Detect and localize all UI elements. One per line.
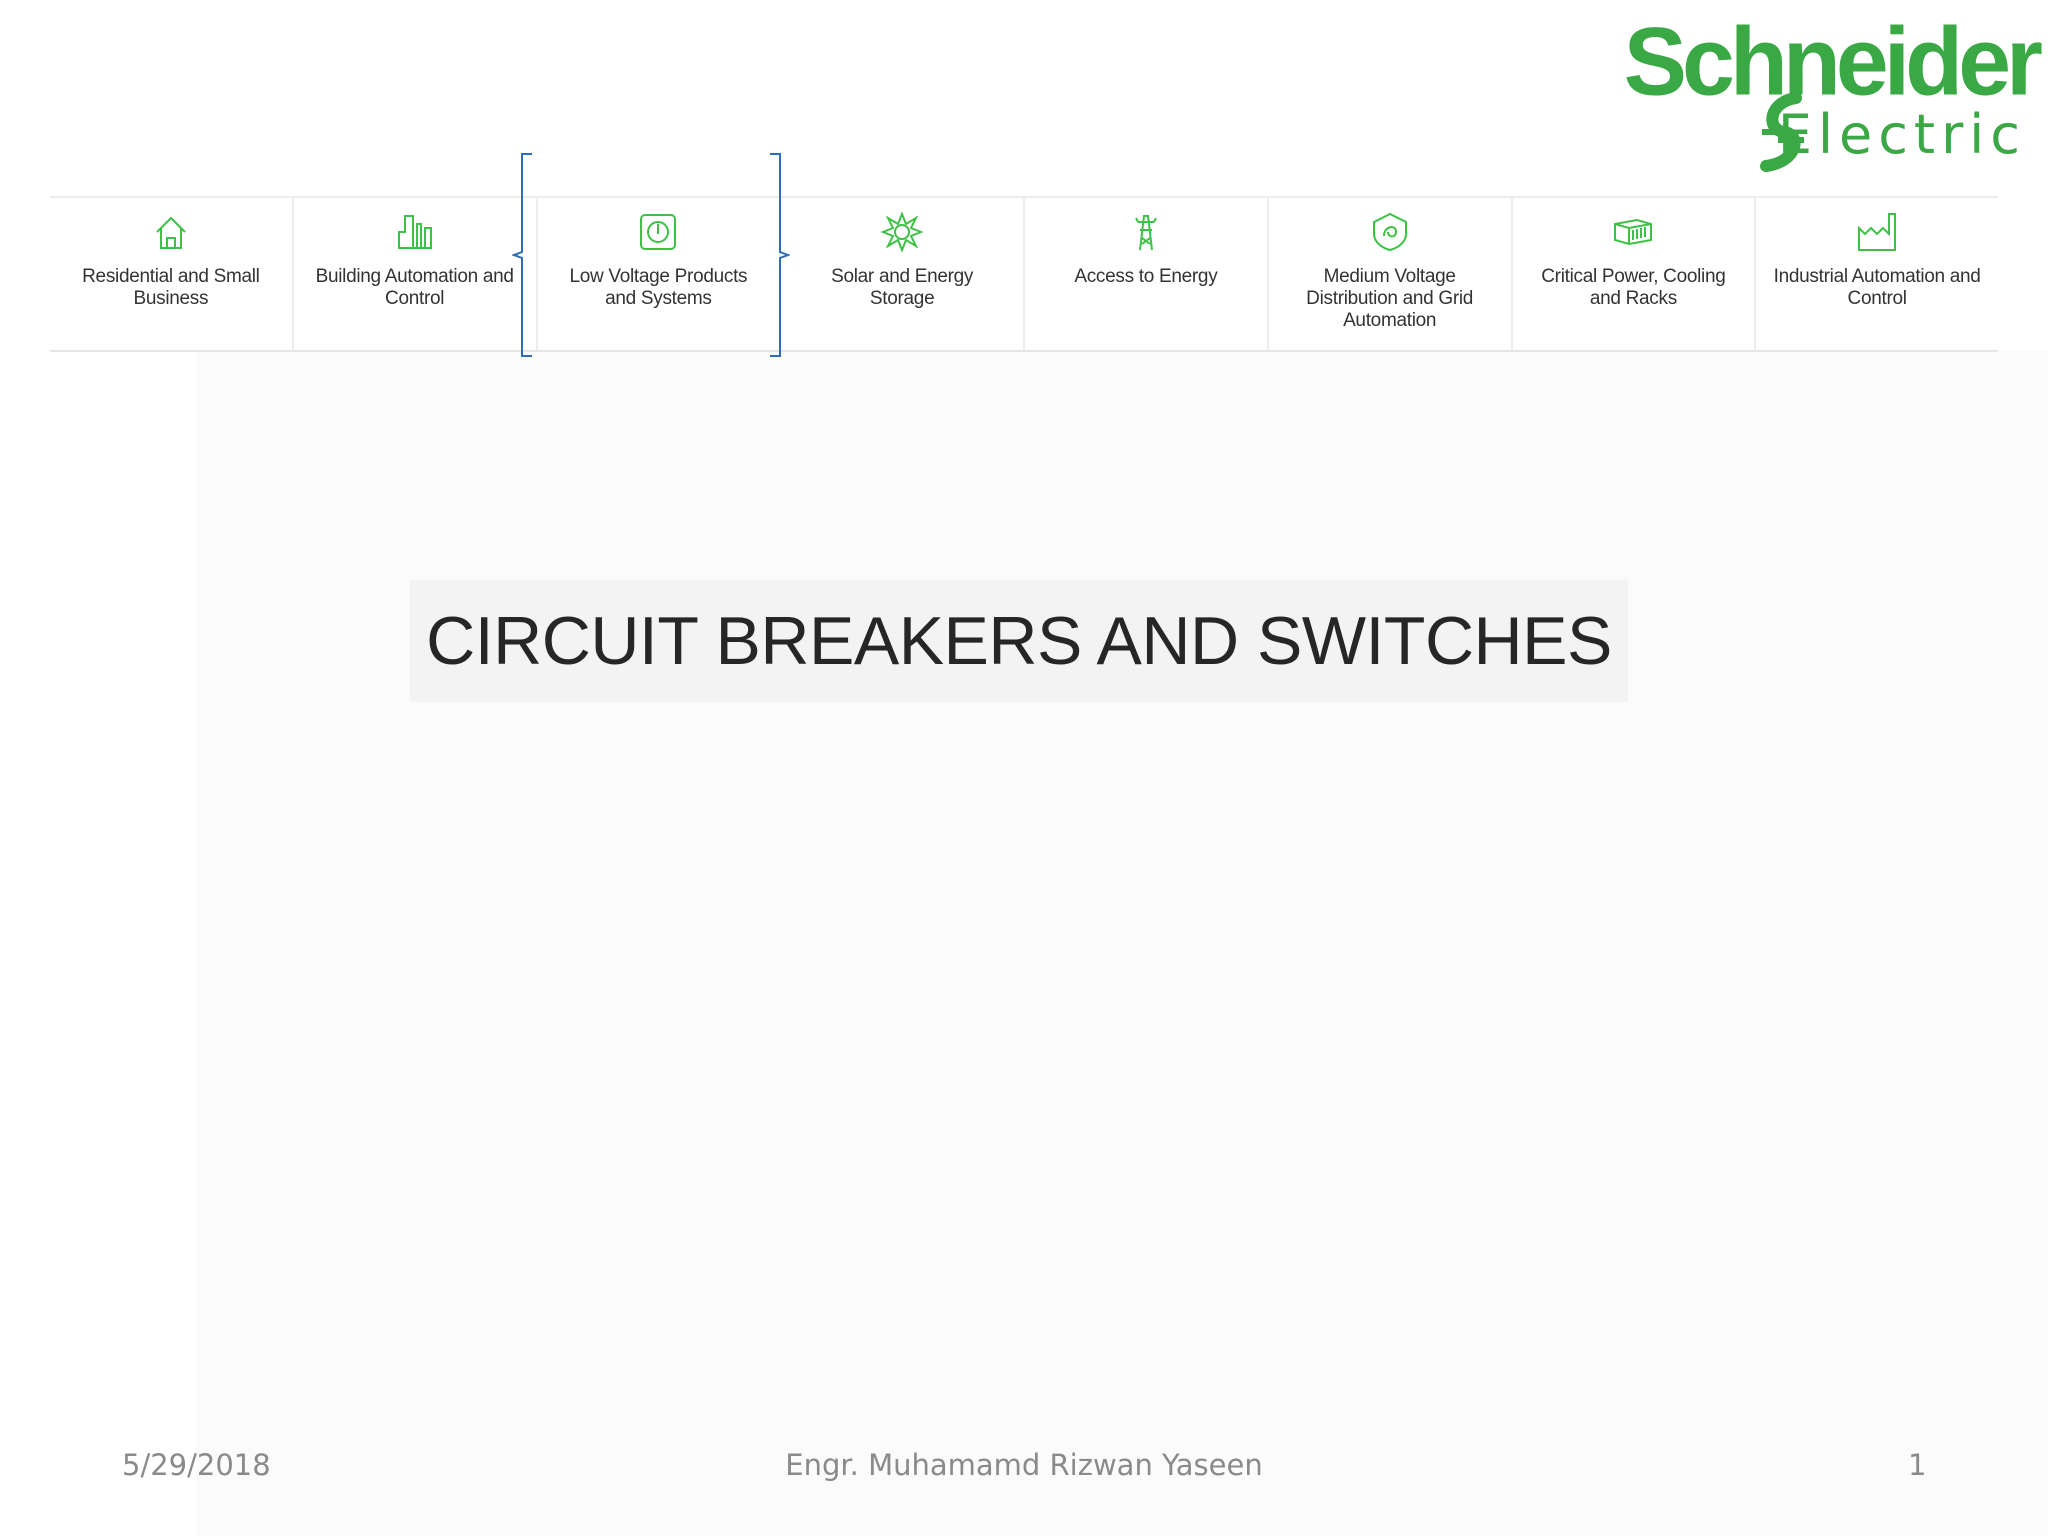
nav-item-label: Building Automation and Control <box>315 266 514 309</box>
logo-mark-icon <box>1760 92 1804 172</box>
nav-item-industrial-automation[interactable]: Industrial Automation and Control <box>1756 198 1998 350</box>
schneider-electric-logo: Schneider Electric <box>1624 11 2043 172</box>
nav-item-access-energy[interactable]: Access to Energy <box>1025 198 1269 350</box>
slide-title: CIRCUIT BREAKERS AND SWITCHES <box>426 603 1612 679</box>
footer-author: Engr. Muhamamd Rizwan Yaseen <box>785 1448 1263 1482</box>
shield-icon <box>1372 212 1407 252</box>
title-box: CIRCUIT BREAKERS AND SWITCHES <box>410 580 1628 702</box>
nav-item-label: Industrial Automation and Control <box>1773 266 1981 309</box>
building-icon <box>397 215 432 249</box>
nav-item-label: Critical Power, Cooling and Racks <box>1541 266 1726 309</box>
sun-icon <box>880 211 924 253</box>
category-nav: Residential and Small Business Building … <box>50 196 1998 352</box>
nav-item-medium-voltage[interactable]: Medium Voltage Distribution and Grid Aut… <box>1269 198 1513 350</box>
page-number: 1 <box>1908 1448 1927 1482</box>
right-brace-annotation <box>770 153 790 357</box>
pylon-icon <box>1134 215 1157 251</box>
left-brace-annotation <box>512 153 532 357</box>
logo-wordmark: Schneider <box>1623 7 2043 117</box>
nav-item-label: Medium Voltage Distribution and Grid Aut… <box>1306 266 1474 331</box>
nav-item-critical-power[interactable]: Critical Power, Cooling and Racks <box>1513 198 1757 350</box>
nav-item-low-voltage[interactable]: Low Voltage Products and Systems <box>538 198 782 350</box>
server-rack-icon <box>1614 218 1653 246</box>
factory-icon <box>1858 213 1897 251</box>
power-switch-icon <box>640 214 677 250</box>
nav-item-label: Residential and Small Business <box>82 266 260 309</box>
nav-item-label: Low Voltage Products and Systems <box>569 266 748 309</box>
house-icon <box>156 216 186 249</box>
nav-item-label: Access to Energy <box>1074 266 1218 287</box>
nav-item-building-automation[interactable]: Building Automation and Control <box>294 198 538 350</box>
slide-background <box>196 350 2048 1536</box>
footer-date: 5/29/2018 <box>122 1448 271 1482</box>
logo-subword: Electric <box>1777 103 2026 166</box>
nav-item-solar[interactable]: Solar and Energy Storage <box>781 198 1025 350</box>
nav-item-label: Solar and Energy Storage <box>831 266 974 309</box>
nav-item-residential[interactable]: Residential and Small Business <box>50 198 294 350</box>
